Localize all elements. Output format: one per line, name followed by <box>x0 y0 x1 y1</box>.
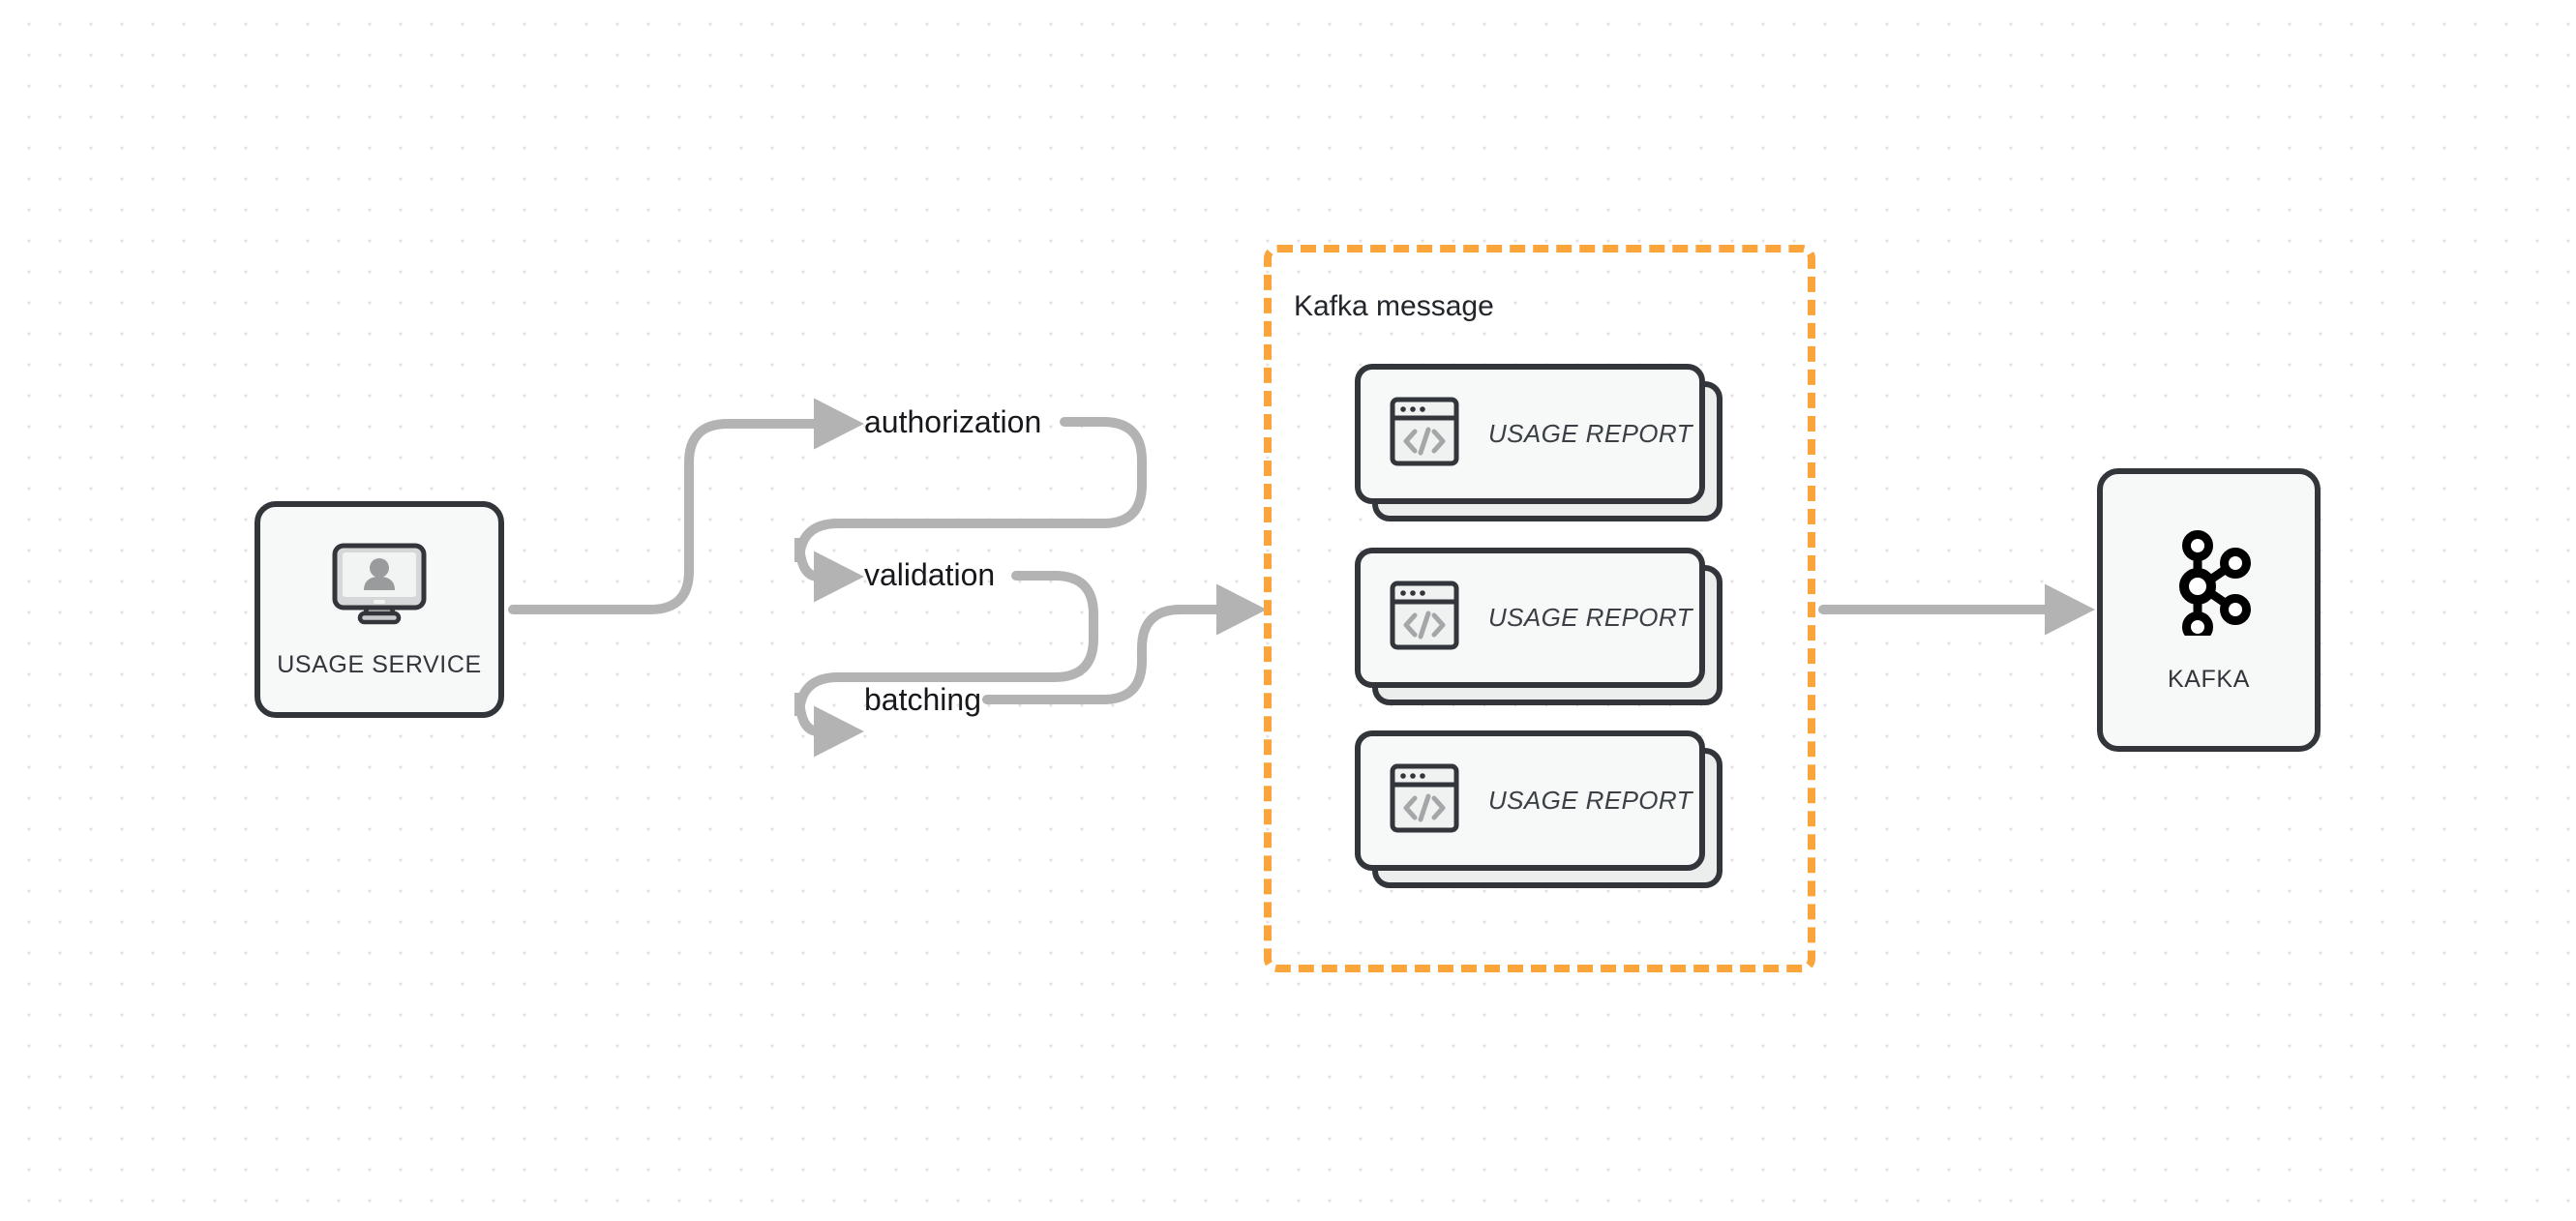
node-usage-service[interactable]: USAGE SERVICE <box>255 501 504 718</box>
usage-report-card-label: USAGE REPORT <box>1488 786 1692 815</box>
step-label-batching: batching <box>864 682 981 717</box>
usage-report-card-front[interactable]: USAGE REPORT <box>1355 364 1705 504</box>
node-kafka-label: KAFKA <box>2168 665 2250 693</box>
usage-report-card-label: USAGE REPORT <box>1488 419 1692 448</box>
group-kafka-message-title: Kafka message <box>1294 290 1494 322</box>
step-label-authorization: authorization <box>864 404 1042 439</box>
kafka-logo-icon <box>2163 527 2256 642</box>
connector-usage-service-to-authorization <box>508 398 864 614</box>
usage-report-card[interactable]: USAGE REPORT <box>1355 548 1722 705</box>
connector-batching-to-kafka-message <box>982 583 1267 704</box>
code-window-icon <box>1390 581 1459 655</box>
code-window-icon <box>1390 397 1459 471</box>
usage-report-card-label: USAGE REPORT <box>1488 603 1692 632</box>
node-kafka[interactable]: KAFKA <box>2097 468 2321 752</box>
monitor-user-icon <box>329 540 430 636</box>
node-usage-service-label: USAGE SERVICE <box>277 651 482 678</box>
usage-report-card[interactable]: USAGE REPORT <box>1355 364 1722 521</box>
connector-authorization-to-validation <box>794 417 1147 603</box>
usage-report-card-front[interactable]: USAGE REPORT <box>1355 730 1705 871</box>
step-label-validation: validation <box>864 557 996 592</box>
usage-report-card[interactable]: USAGE REPORT <box>1355 730 1722 888</box>
code-window-icon <box>1390 763 1459 838</box>
group-kafka-message[interactable] <box>1264 245 1815 972</box>
usage-report-card-front[interactable]: USAGE REPORT <box>1355 548 1705 688</box>
